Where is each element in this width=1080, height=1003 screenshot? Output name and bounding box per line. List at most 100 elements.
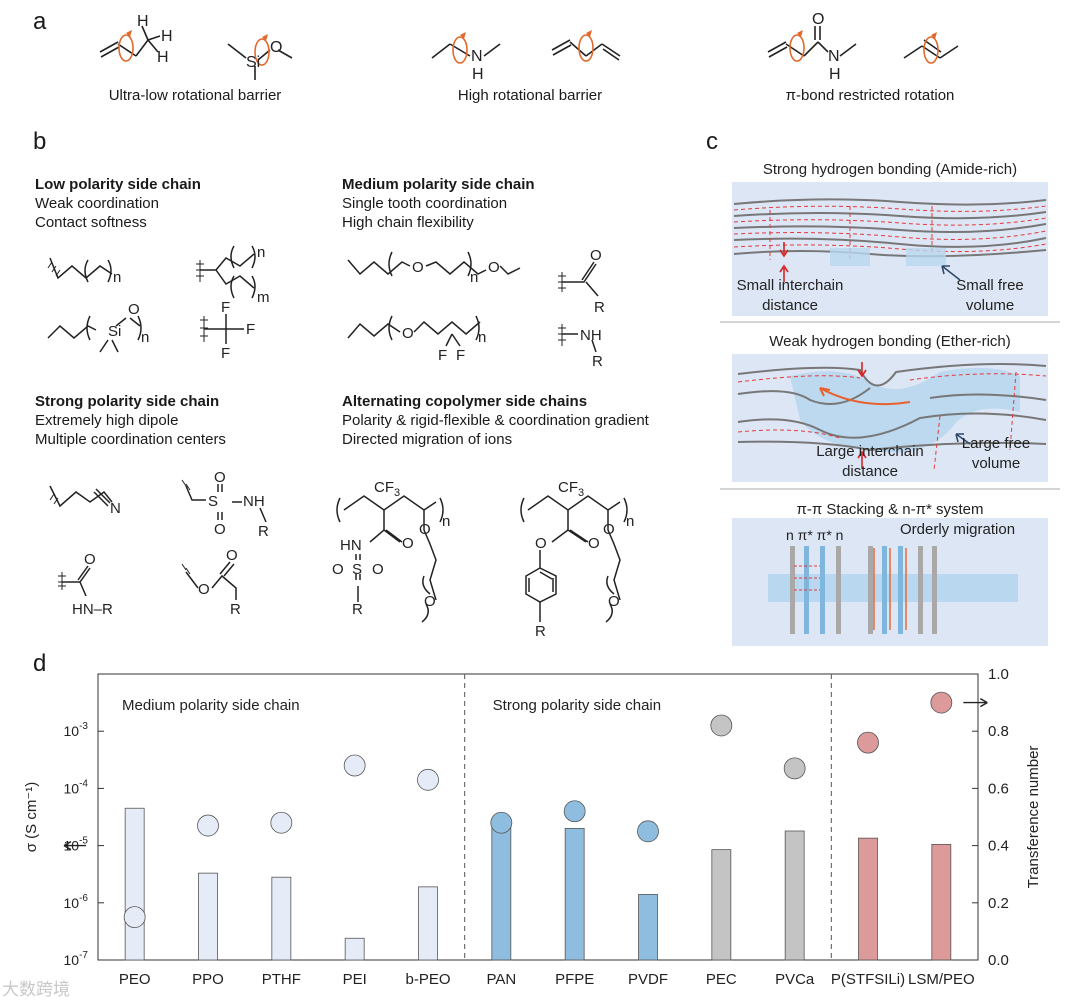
alternating-line2: Directed migration of ions [342,431,513,448]
label-s1: S [208,493,218,510]
label-cf3-1: CF3 [374,479,400,499]
group-label-medium: Medium polarity side chain [122,697,300,714]
panel-c-schematic: Strong hydrogen bonding (Amide-rich) Sma… [720,161,1060,646]
x-tick-label: PEI [343,971,367,988]
atom-n1: N [471,48,483,65]
bar-peo [124,807,145,961]
label-hn-p1: HN [340,537,362,554]
caption-ultra-low: Ultra-low rotational barrier [108,87,282,104]
label-f3: F [221,345,230,362]
label-nh: NH [580,327,602,344]
x-tick-label: PTHF [262,971,301,988]
y-tick-label: 10-6 [64,893,89,911]
bar-pfpe [564,827,585,961]
label-n-p1: n [442,513,450,530]
strong-polarity-line2: Multiple coordination centers [35,431,226,448]
atom-h5: H [829,66,841,83]
watermark: 大数跨境 [2,980,70,999]
bar-pvca [784,830,805,961]
label-o-ester2: O [226,547,238,564]
label-n-nitrile: N [110,500,121,517]
bar-lsm-peo [931,843,952,961]
label-o-p2d: O [608,593,620,610]
label-r-ketone: R [594,299,605,316]
label-f4: F [438,347,447,364]
label-n-2: n [257,244,265,261]
bar-b-peo [418,886,438,961]
label-n-1: n [113,269,121,286]
y2-tick-label: 0.4 [988,838,1009,855]
point-lsm-peo [930,691,953,714]
strong-polarity-line1: Extremely high dipole [35,412,179,429]
bar-ppo [198,872,218,961]
label-r-ester: R [230,601,241,618]
plot-frame [97,673,979,961]
box2-label2: distance [842,463,898,480]
point-p-stfsili- [857,731,879,754]
box3-label1: n π* π* n [786,527,843,543]
atom-h4: H [472,66,484,83]
box1-title: Strong hydrogen bonding (Amide-rich) [763,161,1017,178]
caption-pi-bond: π-bond restricted rotation [785,87,955,104]
box1-label4: volume [966,297,1014,314]
alternating-title: Alternating copolymer side chains [342,393,588,410]
y2-tick-label: 1.0 [988,666,1009,683]
box1-label3: Small free [956,277,1024,294]
label-o-amide: O [84,551,96,568]
label-hn-r: HN–R [72,601,113,618]
atom-si: Si [246,54,260,71]
point-pfpe [563,800,586,823]
x-tick-label: b-PEO [405,971,450,988]
x-tick-label: PVCa [775,971,815,988]
box2-label4: volume [972,455,1020,472]
panel-d-letter: d [33,650,47,677]
y2-axis-label: Transference number [1025,746,1042,889]
label-o-p2b: O [603,521,615,538]
label-n-p2: n [626,513,634,530]
panel-a-letter: a [33,8,47,35]
x-tick-label: PPO [192,971,224,988]
x-tick-label: P(STFSILi) [831,971,905,988]
label-cf3-2: CF3 [558,479,584,499]
panel-b-structures: n n m Si O n F F F O n O O R O n F F NH … [47,244,634,640]
label-nh-s: NH [243,493,265,510]
point-pthf [270,811,293,834]
point-peo [123,906,146,929]
y-tick-label: 10-7 [64,950,89,968]
group-label-strong: Strong polarity side chain [493,697,661,714]
y-tick-label: 10-4 [64,778,89,796]
x-tick-label: PEC [706,971,737,988]
y-tick-label: 10-5 [64,836,89,854]
low-polarity-title: Low polarity side chain [35,176,201,193]
bar-pei [344,937,365,961]
y2-tick-label: 0.2 [988,895,1009,912]
low-polarity-line1: Weak coordination [35,195,159,212]
x-tick-label: LSM/PEO [908,971,975,988]
label-o-p1a: O [402,535,414,552]
x-tick-label: PFPE [555,971,594,988]
panel-b-letter: b [33,128,47,155]
label-o-peo2: O [488,259,500,276]
box2-title: Weak hydrogen bonding (Ether-rich) [769,333,1011,350]
caption-high: High rotational barrier [457,87,603,104]
label-r-p2: R [535,623,546,640]
label-si: Si [108,323,121,340]
x-tick-label: PAN [486,971,516,988]
atom-o2: O [812,11,824,28]
point-ppo [197,814,219,837]
strong-polarity-title: Strong polarity side chain [35,393,220,410]
y2-tick-label: 0.8 [988,723,1009,740]
bar-pec [711,849,732,961]
label-f1: F [221,299,230,316]
label-o-p1d: O [372,561,384,578]
label-o-ketone: O [590,247,602,264]
label-o-fe: O [402,325,414,342]
label-o-p1b: O [419,521,431,538]
label-o-s2: O [214,521,226,538]
label-o-p1e: O [424,593,436,610]
label-o-p2c: O [535,535,547,552]
y-axis-label: σ (S cm⁻¹) [23,782,40,853]
label-n-3: n [141,329,149,346]
medium-polarity-line1: Single tooth coordination [342,195,508,212]
panel-c-letter: c [706,128,718,155]
